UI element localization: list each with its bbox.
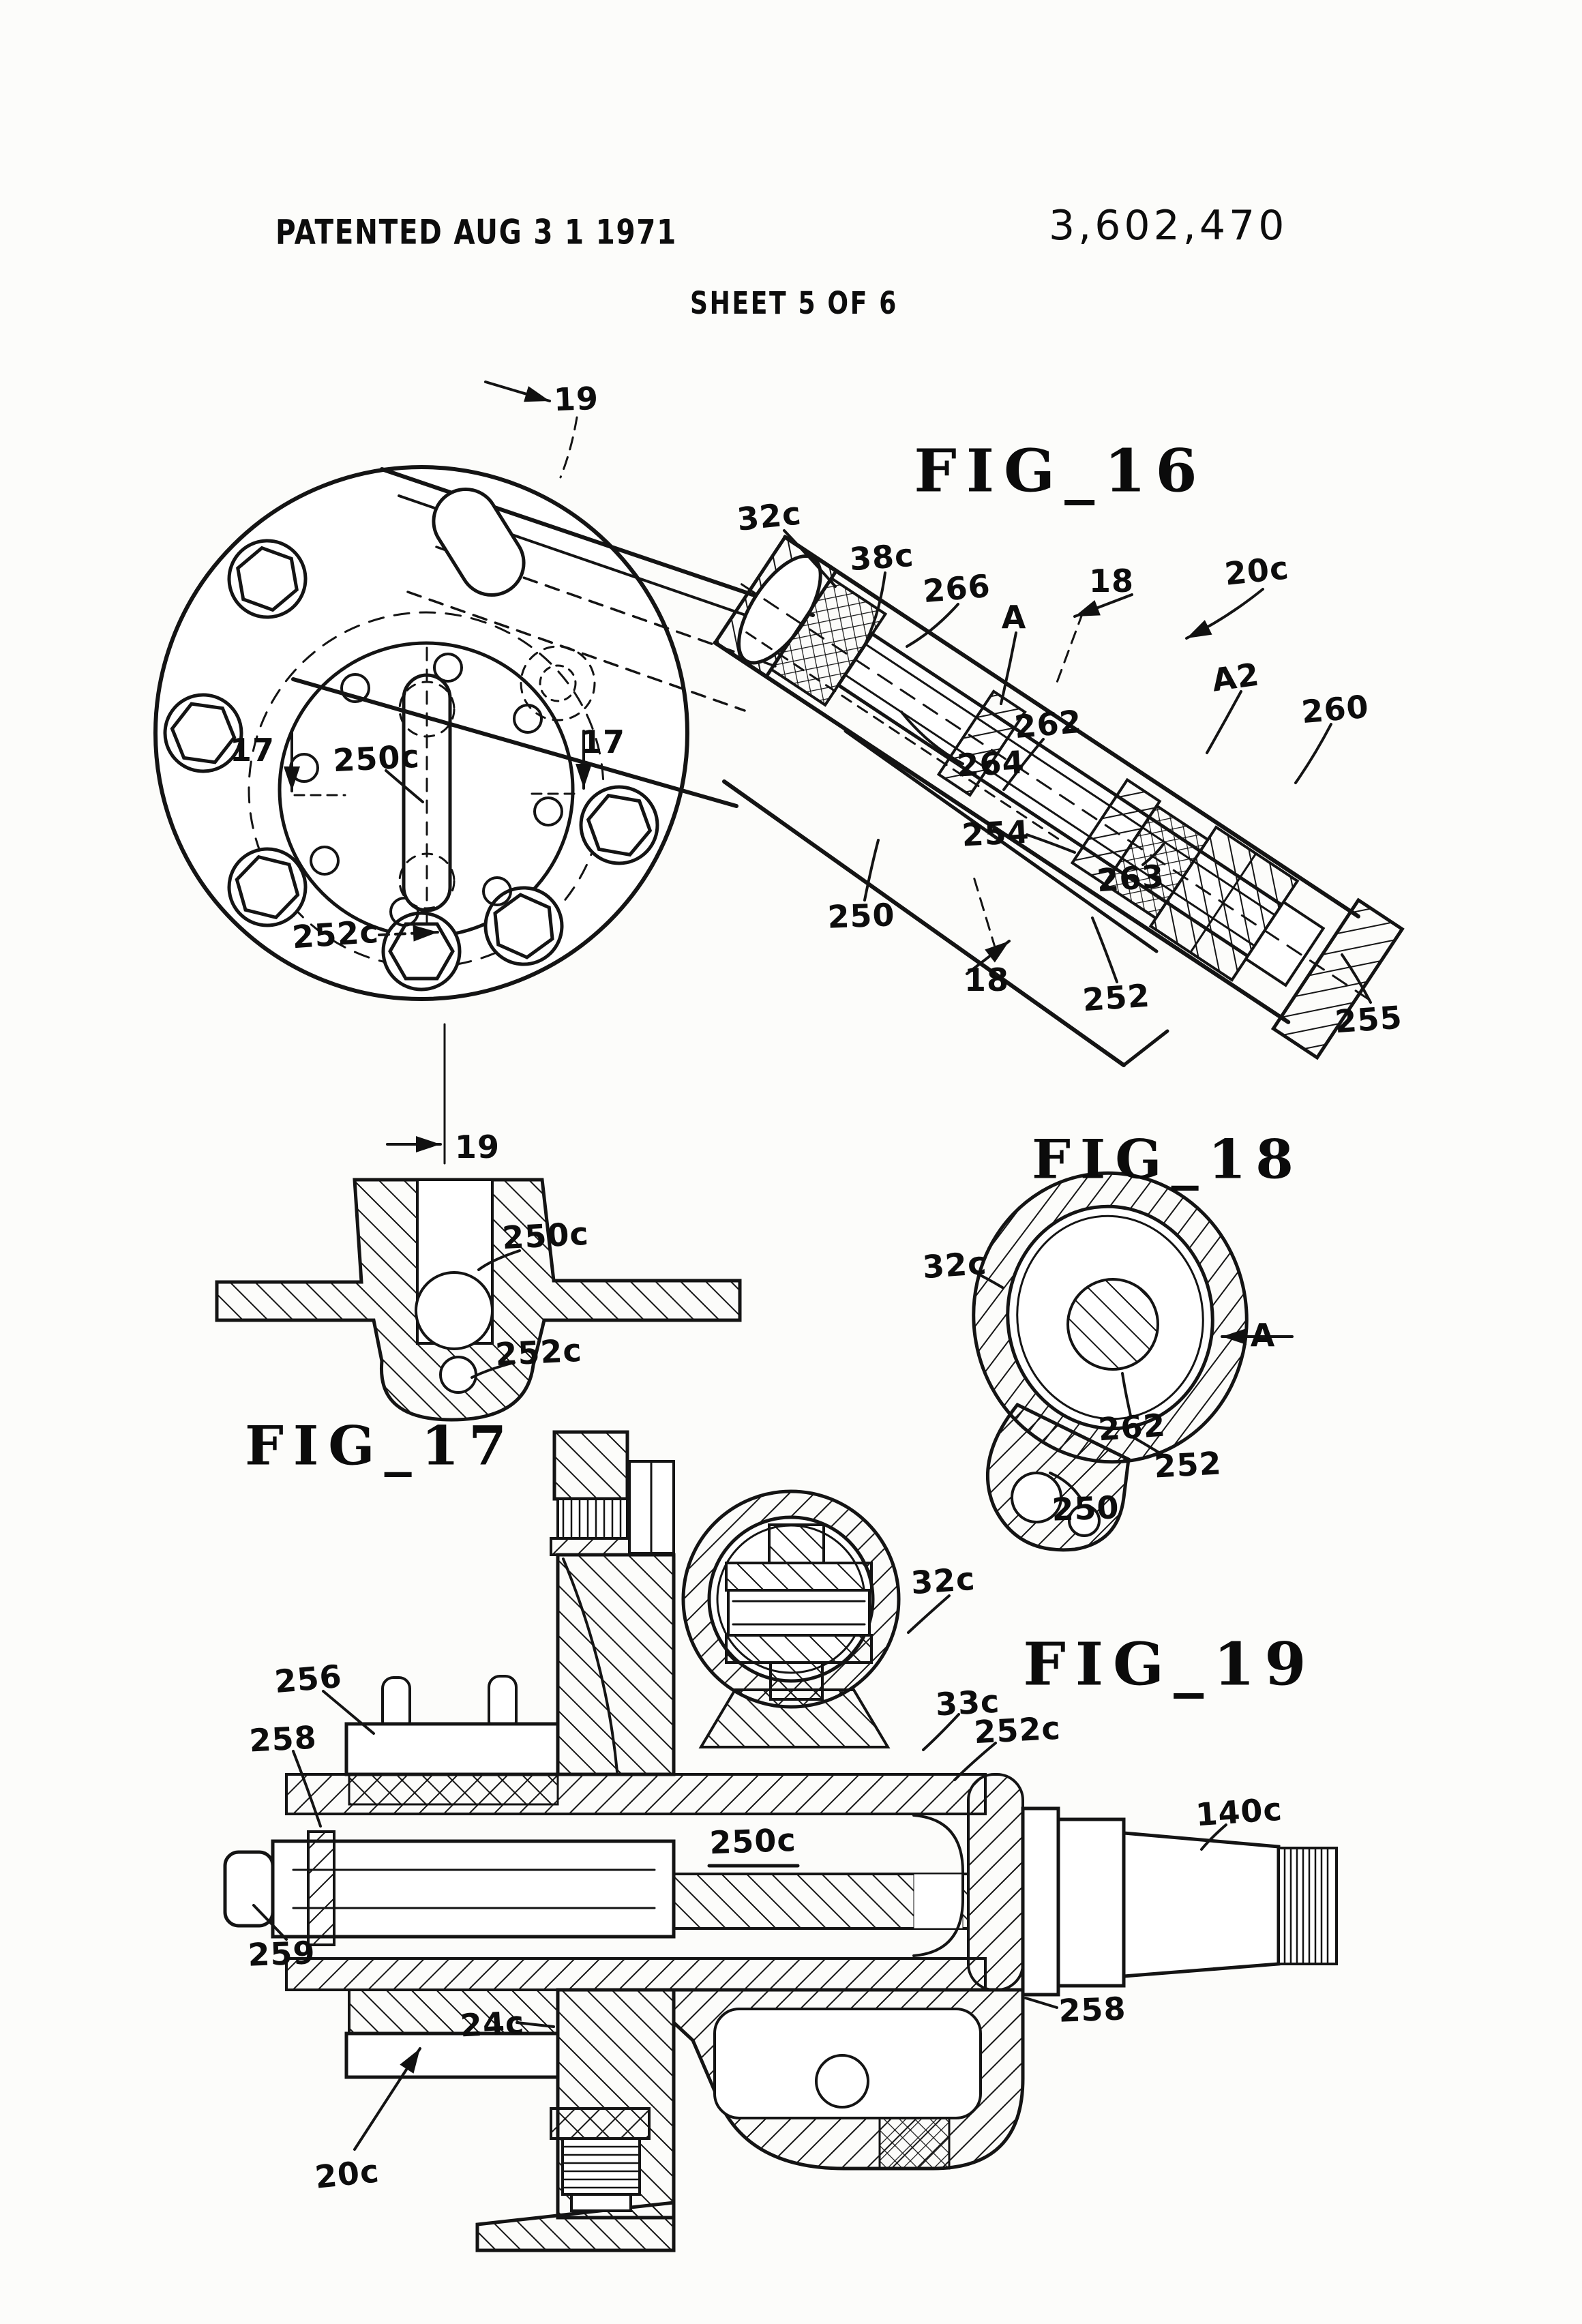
fig17-ref-250c: 250c xyxy=(501,1215,590,1257)
fig19-bottom-housing xyxy=(672,1988,1025,2171)
fig18-ref-32c: 32c xyxy=(921,1244,988,1286)
fig16-ref-254: 254 xyxy=(961,813,1030,854)
fig18-ref-250: 250 xyxy=(1051,1489,1120,1528)
fig19-ref-140c: 140c xyxy=(1194,1790,1284,1834)
patent-number: 3,602,470 xyxy=(1049,202,1288,250)
fig16-ref-19-top: 19 xyxy=(553,379,599,419)
fig16-ref-264: 264 xyxy=(956,743,1026,784)
fig16-ref-32c: 32c xyxy=(735,494,803,538)
fig16-cylinder xyxy=(713,534,1405,1060)
fig16-leaders xyxy=(284,381,1372,1165)
fig17-ref-252c: 252c xyxy=(494,1331,583,1373)
fig19-left-assembly xyxy=(223,1675,676,2079)
fig16-ref-263: 263 xyxy=(1095,857,1166,899)
fig19-ref-258-left: 258 xyxy=(248,1718,318,1759)
fig16-ref-20c: 20c xyxy=(1223,549,1291,593)
fig16-ref-38c: 38c xyxy=(848,536,915,578)
fig19-ref-24c: 24c xyxy=(459,2003,526,2044)
fig19-ref-252c: 252c xyxy=(973,1709,1062,1751)
fig16-ref-252: 252 xyxy=(1081,977,1152,1019)
fig16-ref-19-bottom: 19 xyxy=(454,1129,501,1165)
fig16-ref-250: 250 xyxy=(826,896,896,936)
fig16-ref-a2: A2 xyxy=(1209,655,1262,699)
fig19-ref-258-right: 258 xyxy=(1058,1990,1127,2029)
fig19-ring xyxy=(681,1489,901,1709)
fig16-ref-18-bottom: 18 xyxy=(964,962,1010,998)
fig19-title: FIG_19 xyxy=(1023,1629,1316,1699)
fig17-title: FIG_17 xyxy=(245,1414,516,1478)
fig19-ref-20c: 20c xyxy=(313,2152,381,2196)
fig16-flange xyxy=(153,465,689,1001)
fig16-ref-17-left: 17 xyxy=(229,732,275,769)
fig18-ref-a: A xyxy=(1250,1317,1276,1354)
fig16-ref-262: 262 xyxy=(1013,702,1084,746)
fig16-ref-18-top: 18 xyxy=(1088,563,1135,599)
fig19-ref-32c: 32c xyxy=(910,1560,976,1602)
fig16-title: FIG_16 xyxy=(914,436,1207,505)
fig16-ref-266: 266 xyxy=(921,567,992,610)
fig19-ref-250c: 250c xyxy=(708,1821,797,1862)
fig16-ref-a: A xyxy=(1001,599,1027,636)
fig19-output-shaft xyxy=(1021,1806,1338,1997)
fig16-ref-260: 260 xyxy=(1300,687,1371,731)
fig18-ref-252: 252 xyxy=(1153,1444,1223,1485)
fig16-ref-17-right: 17 xyxy=(580,724,626,760)
fig19-leaders xyxy=(252,1594,1227,2151)
fig16-drawing xyxy=(153,381,1405,1165)
fig16-ref-252c: 252c xyxy=(290,912,380,956)
fig19-drawing xyxy=(223,1430,1338,2252)
sheet-label: SHEET 5 OF 6 xyxy=(690,285,898,321)
fig19-wall xyxy=(475,1430,676,2252)
fig16-ref-255: 255 xyxy=(1333,998,1404,1041)
fig18-title: FIG_18 xyxy=(1032,1127,1303,1191)
fig16-arm xyxy=(291,467,815,808)
fig19-ref-256: 256 xyxy=(273,1657,344,1701)
fig18-drawing xyxy=(971,1171,1294,1552)
fig17-drawing xyxy=(215,1178,742,1422)
patented-date-stamp: PATENTED AUG 3 1 1971 xyxy=(275,213,678,253)
fig18-ref-262: 262 xyxy=(1096,1406,1167,1448)
fig16-ref-250c: 250c xyxy=(332,737,421,779)
fig19-ref-259: 259 xyxy=(247,1934,316,1973)
